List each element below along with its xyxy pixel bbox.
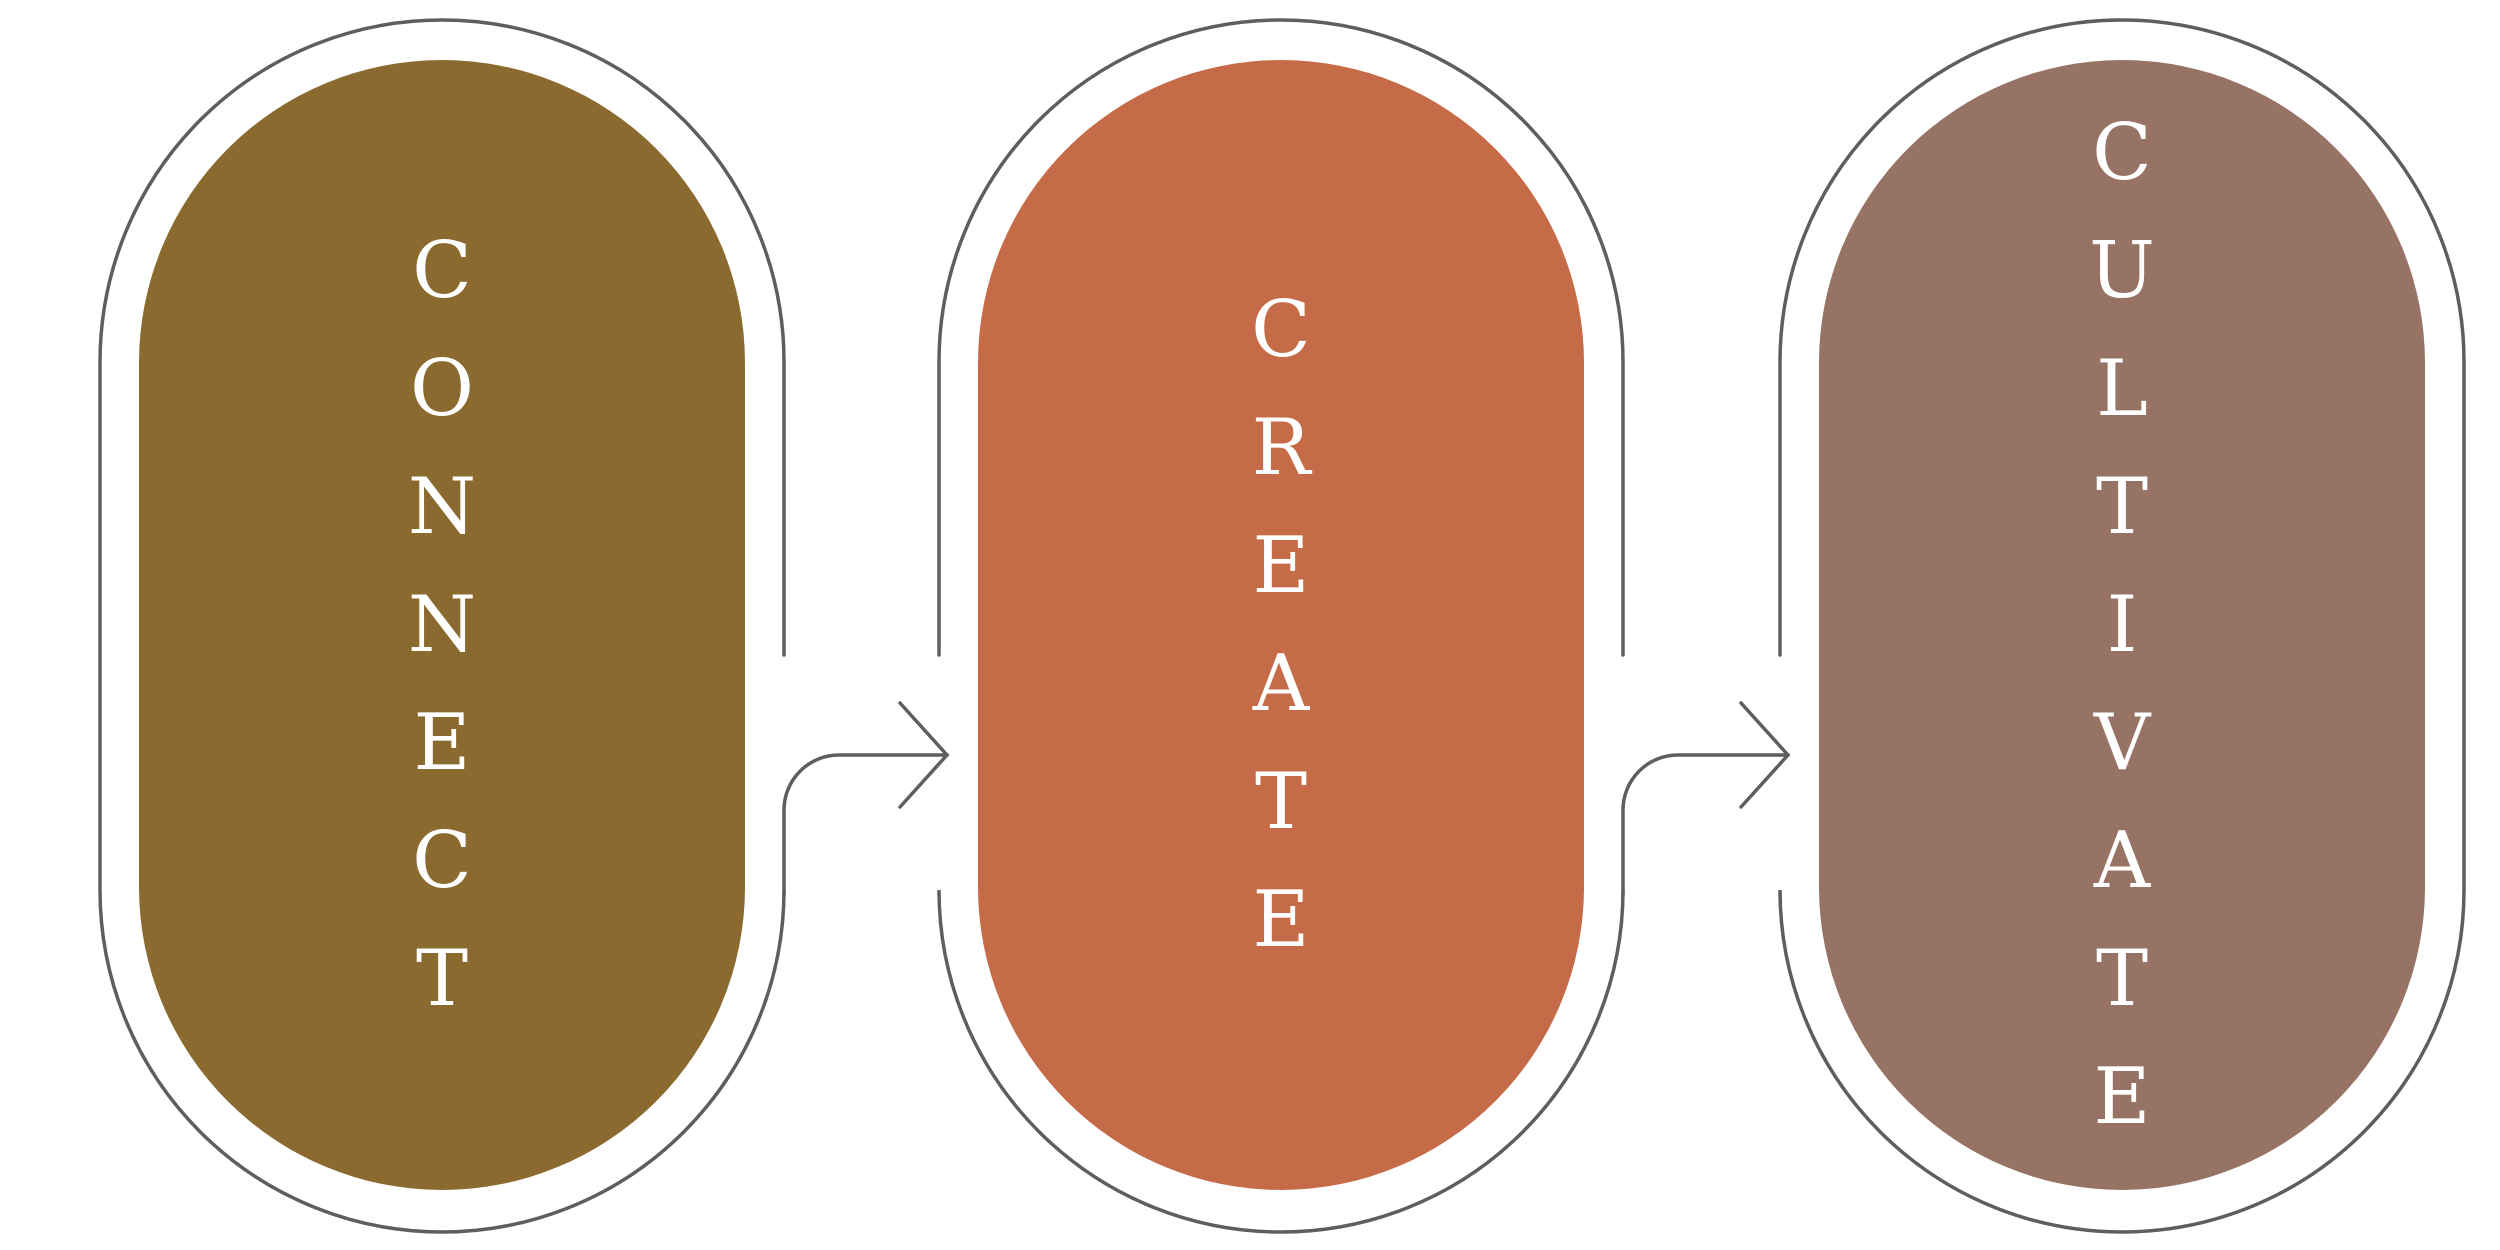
step-label-letter: A	[1252, 639, 1311, 729]
step-label-letter: U	[2089, 226, 2155, 316]
arrow-head-icon-1	[898, 701, 950, 809]
step-label-letter: O	[410, 344, 474, 434]
pill-shape-1	[139, 60, 745, 1190]
pill-outline-3	[1778, 18, 2466, 1234]
pill-outline-1	[98, 18, 786, 1234]
step-label-letter: T	[2096, 462, 2148, 552]
step-label-letter: C	[2092, 108, 2152, 198]
step-label-letter: L	[2096, 344, 2148, 434]
step-label-letter: E	[1253, 875, 1310, 965]
arrow-head-icon-2	[1739, 701, 1791, 809]
step-label-letter: C	[412, 226, 472, 316]
step-label-letter: T	[416, 934, 468, 1024]
step-label-letter: V	[2093, 698, 2152, 788]
step-label-letter: N	[408, 462, 476, 552]
pill-outline-2	[937, 18, 1625, 1234]
step-label-letter: E	[2094, 1052, 2151, 1142]
step-label-letter: E	[1253, 521, 1310, 611]
step-label-letter: C	[412, 816, 472, 906]
step-label-letter: A	[2093, 816, 2152, 906]
step-label-letter: R	[1252, 403, 1313, 493]
connector-line-1	[782, 753, 949, 897]
connector-line-2	[1621, 753, 1790, 897]
pill-shape-2	[978, 60, 1584, 1190]
step-label-letter: C	[1251, 285, 1311, 375]
pill-shape-3	[1819, 60, 2425, 1190]
step-label-letter: T	[1255, 757, 1307, 847]
step-label-letter: N	[408, 580, 476, 670]
pill-outlines	[98, 18, 2466, 1234]
step-label-letter: I	[2107, 580, 2138, 670]
step-label-letter: E	[414, 698, 471, 788]
step-label-letter: T	[2096, 934, 2148, 1024]
step-connectors	[782, 701, 1791, 897]
